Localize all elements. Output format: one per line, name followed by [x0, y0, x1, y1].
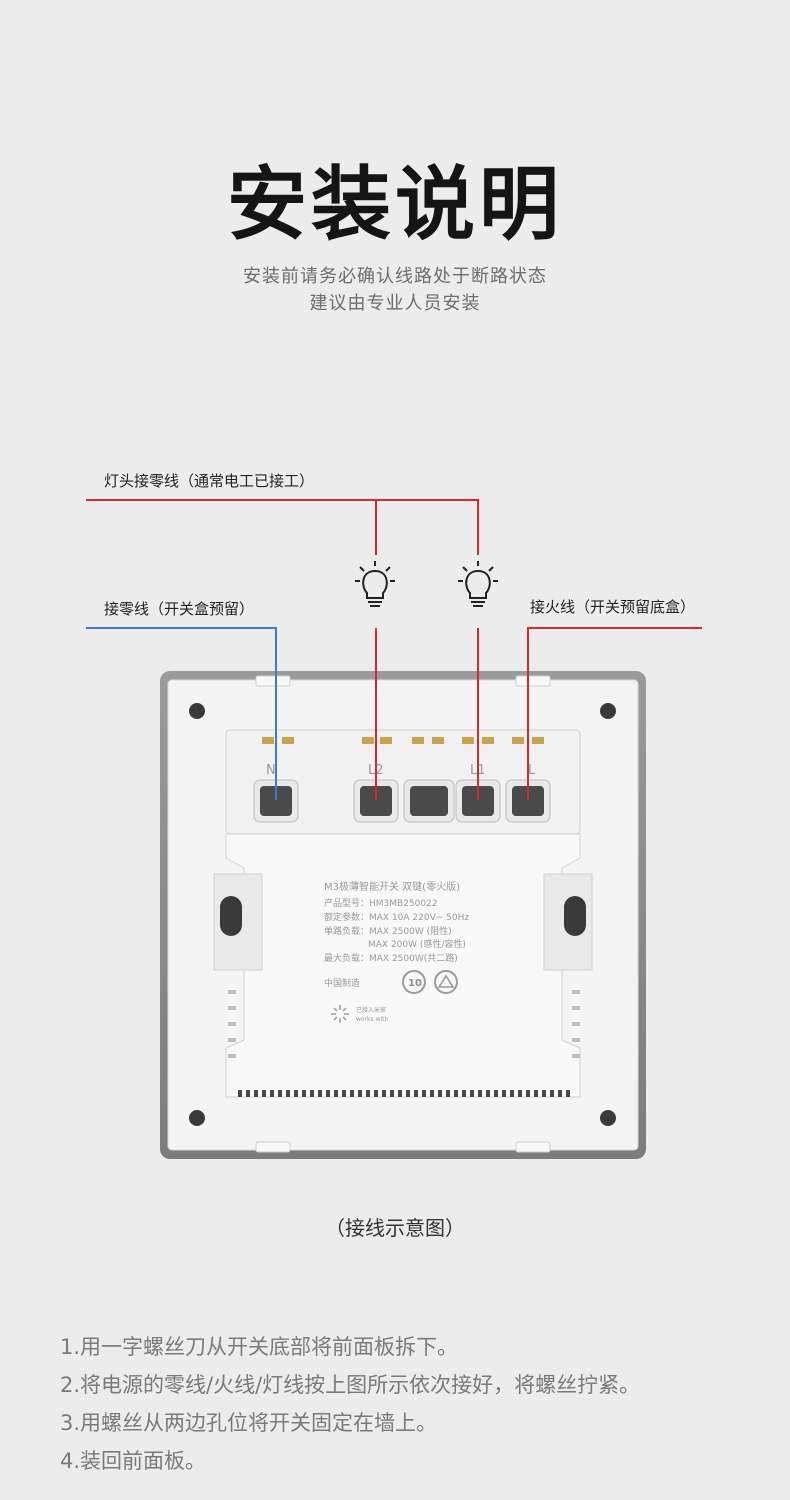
vent-slot	[350, 1090, 354, 1097]
screw-hole	[600, 1110, 616, 1126]
vent-slot	[526, 1090, 530, 1097]
screw-hole	[189, 1110, 205, 1126]
screw-hole	[600, 703, 616, 719]
vent-slot	[374, 1090, 378, 1097]
gold-contacts	[262, 737, 544, 744]
vent-slot	[398, 1090, 402, 1097]
vent-slot	[566, 1090, 570, 1097]
neutral-label: 接零线（开关盒预留）	[104, 600, 255, 618]
terminal-label-n: N	[266, 763, 276, 778]
vent-slot	[246, 1090, 250, 1097]
lamp-neutral-label: 灯头接零线（通常电工已接工）	[104, 472, 315, 490]
vent-slot	[454, 1090, 458, 1097]
install-steps: 1.用一字螺丝刀从开关底部将前面板拆下。 2.将电源的零线/火线/灯线按上图所示…	[60, 1328, 780, 1480]
diagram-caption: （接线示意图）	[325, 1216, 465, 1240]
vent-slot	[270, 1090, 274, 1097]
terminal-slots	[253, 779, 551, 823]
vent-slot	[462, 1090, 466, 1097]
label-works-with: works with	[356, 1016, 388, 1023]
label-works-with-cn: 已接入米家	[356, 1006, 386, 1014]
safety-notice: 安装前请务必确认线路处于断路状态	[243, 266, 547, 287]
vent-slot	[550, 1090, 554, 1097]
vent-slot	[486, 1090, 490, 1097]
vent-slot	[358, 1090, 362, 1097]
vent-slot	[510, 1090, 514, 1097]
vent-slot	[278, 1090, 282, 1097]
label-made-in: 中国制造	[324, 977, 360, 989]
vent-slot	[366, 1090, 370, 1097]
step-item: 4.装回前面板。	[60, 1449, 207, 1473]
vent-slot	[238, 1090, 242, 1097]
vent-slot	[326, 1090, 330, 1097]
vent-slot	[294, 1090, 298, 1097]
vent-slot	[438, 1090, 442, 1097]
vent-slot	[310, 1090, 314, 1097]
vent-slot	[382, 1090, 386, 1097]
lightbulb-icon	[458, 561, 498, 607]
label-rating: 额定参数：MAX 10A 220V~ 50Hz	[324, 911, 469, 923]
rating-10-badge	[402, 970, 426, 994]
vent-slot	[558, 1090, 562, 1097]
vent-slot	[390, 1090, 394, 1097]
rating-10-text: 10	[408, 978, 422, 989]
vent-slot	[342, 1090, 346, 1097]
vent-slot	[478, 1090, 482, 1097]
vent-slot	[470, 1090, 474, 1097]
vent-slot	[494, 1090, 498, 1097]
vent-slot	[446, 1090, 450, 1097]
vent-slot	[542, 1090, 546, 1097]
lamp-neutral-wire	[86, 499, 479, 555]
vent-slot	[302, 1090, 306, 1097]
installer-notice: 建议由专业人员安装	[309, 293, 481, 314]
live-wire	[527, 627, 702, 800]
vent-slot	[502, 1090, 506, 1097]
lightbulb-icon	[355, 561, 395, 607]
vent-slot	[422, 1090, 426, 1097]
neutral-wire	[86, 627, 277, 800]
vent-slot	[334, 1090, 338, 1097]
side-ribs	[228, 990, 580, 1058]
label-single-load: 单路负载：MAX 2500W (阻性)	[324, 925, 452, 937]
switch-body	[225, 833, 581, 1098]
screw-hole	[189, 703, 205, 719]
vent-slot	[286, 1090, 290, 1097]
page-title: 安装说明	[227, 158, 563, 251]
vent-slot	[534, 1090, 538, 1097]
step-item: 2.将电源的零线/火线/灯线按上图所示依次接好，将螺丝拧紧。	[60, 1373, 641, 1397]
vent-slot	[518, 1090, 522, 1097]
bottom-vents	[238, 1090, 570, 1097]
vent-slot	[262, 1090, 266, 1097]
label-model: M3极薄智能开关 双键(零火版)	[324, 880, 460, 893]
step-item: 1.用一字螺丝刀从开关底部将前面板拆下。	[60, 1335, 459, 1359]
vent-slot	[254, 1090, 258, 1097]
label-single-load2: MAX 200W (感性/容性)	[368, 938, 466, 950]
mijia-logo-icon	[331, 1005, 349, 1023]
wiring-diagram: N L2 L1 L M3极薄智能开关 双键(零火版) 产品型号：HM3MB250…	[86, 499, 702, 1159]
vent-slot	[430, 1090, 434, 1097]
label-max-load: 最大负载：MAX 2500W(共二路)	[324, 952, 458, 964]
cert-badge	[434, 970, 458, 994]
vent-slot	[406, 1090, 410, 1097]
live-label: 接火线（开关预留底盒）	[530, 598, 696, 616]
vent-slot	[414, 1090, 418, 1097]
label-product-no: 产品型号：HM3MB250022	[324, 897, 438, 909]
vent-slot	[318, 1090, 322, 1097]
step-item: 3.用螺丝从两边孔位将开关固定在墙上。	[60, 1411, 438, 1435]
terminal-label-l: L	[528, 763, 536, 778]
cert-mark	[437, 974, 455, 988]
